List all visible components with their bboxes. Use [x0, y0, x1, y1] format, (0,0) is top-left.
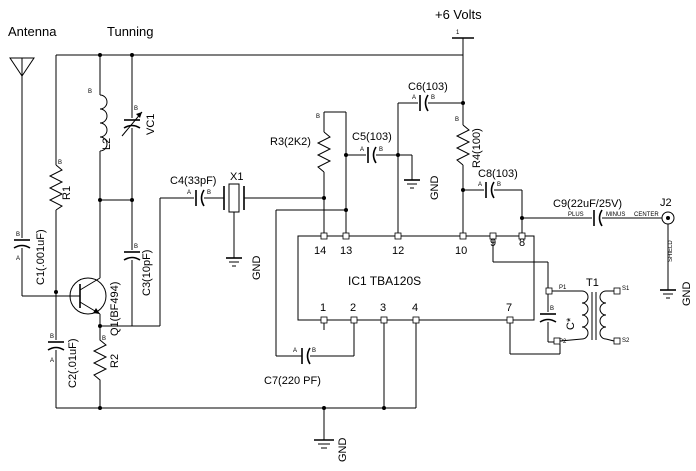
svg-text:14: 14 — [314, 245, 326, 257]
r4-resistor: R4(100) B — [455, 117, 483, 168]
svg-text:B: B — [58, 160, 62, 166]
svg-text:L2: L2 — [101, 138, 113, 150]
svg-text:P2: P2 — [559, 339, 567, 345]
tuning-label: Tunning — [107, 24, 154, 39]
t1-transformer: T1 P1 P2 S1 S2 — [545, 277, 630, 345]
svg-text:C1(.001uF): C1(.001uF) — [35, 229, 47, 285]
svg-text:12: 12 — [392, 245, 404, 257]
r1-resistor: R1 B — [48, 160, 73, 211]
svg-text:C5(103): C5(103) — [352, 131, 392, 143]
c-star-capacitor: C* B — [539, 294, 577, 343]
svg-text:C6(103): C6(103) — [408, 81, 448, 93]
svg-text:B: B — [207, 190, 211, 196]
vc1-variable-capacitor: VC1 B — [121, 106, 157, 137]
svg-text:S2: S2 — [622, 338, 630, 344]
c1-capacitor: C1(.001uF) B A — [13, 229, 47, 285]
ground-icon-c5: GND — [404, 176, 441, 201]
svg-text:R4(100): R4(100) — [471, 128, 483, 168]
svg-text:VC1: VC1 — [145, 114, 157, 135]
svg-text:A: A — [187, 190, 191, 196]
svg-text:1: 1 — [456, 30, 460, 36]
svg-text:S1: S1 — [622, 286, 630, 292]
svg-text:PLUS: PLUS — [568, 212, 584, 218]
svg-text:P1: P1 — [559, 285, 567, 291]
svg-text:A: A — [412, 95, 416, 101]
ic1-pins-top: 14 13 12 10 9 8 — [314, 232, 526, 257]
supply-label: +6 Volts — [435, 7, 482, 22]
ground-icon-j2: GND — [660, 282, 693, 307]
svg-text:B: B — [431, 95, 435, 101]
svg-text:SHIELD: SHIELD — [668, 240, 674, 262]
svg-text:C3(10pF): C3(10pF) — [141, 250, 153, 296]
svg-text:GND: GND — [337, 438, 349, 463]
svg-text:B: B — [455, 117, 459, 123]
svg-text:7: 7 — [506, 302, 512, 314]
svg-text:A: A — [16, 256, 20, 262]
svg-text:GND: GND — [251, 256, 263, 281]
svg-text:C*: C* — [565, 317, 577, 330]
svg-text:B: B — [379, 147, 383, 153]
svg-text:B: B — [50, 334, 54, 340]
ground-icon-main: GND — [314, 438, 349, 463]
antenna-icon — [9, 57, 35, 86]
c9-capacitor: C9(22uF/25V) PLUS MINUS CENTER — [553, 198, 659, 227]
svg-text:GND: GND — [429, 176, 441, 201]
svg-text:Q1(BF494): Q1(BF494) — [109, 282, 121, 336]
svg-text:B: B — [550, 306, 554, 312]
svg-text:8: 8 — [519, 237, 525, 249]
svg-text:B: B — [134, 244, 138, 250]
q1-transistor: Q1(BF494) — [69, 277, 121, 336]
l2-inductor: L2 B — [88, 89, 113, 152]
svg-text:4: 4 — [412, 302, 418, 314]
svg-text:R3(2K2): R3(2K2) — [270, 136, 311, 148]
svg-text:X1: X1 — [230, 171, 243, 183]
r2-resistor: R2 B — [92, 330, 121, 408]
svg-text:R2: R2 — [109, 354, 121, 368]
r3-resistor: R3(2K2) B — [270, 114, 332, 173]
ground-icon-x1: GND — [226, 256, 263, 281]
svg-text:T1: T1 — [586, 277, 599, 289]
svg-text:B: B — [16, 232, 20, 238]
svg-text:3: 3 — [380, 302, 386, 314]
svg-text:B: B — [134, 106, 138, 112]
svg-text:GND: GND — [681, 282, 693, 307]
svg-text:1: 1 — [320, 302, 326, 314]
c8-capacitor: C8(103) A B — [478, 168, 518, 199]
svg-text:C7(220 PF): C7(220 PF) — [264, 375, 321, 387]
x1-crystal: X1 — [223, 171, 245, 213]
svg-text:C4(33pF): C4(33pF) — [170, 175, 216, 187]
svg-text:B: B — [102, 336, 106, 342]
svg-text:A: A — [478, 182, 482, 188]
ic1-label: IC1 TBA120S — [348, 274, 421, 288]
svg-text:J2: J2 — [660, 197, 672, 209]
svg-text:A: A — [293, 348, 297, 354]
svg-text:C9(22uF/25V): C9(22uF/25V) — [553, 198, 622, 210]
c2-capacitor: C2(.01uF) B A — [47, 334, 79, 388]
svg-text:MINUS: MINUS — [606, 212, 625, 218]
svg-text:CENTER: CENTER — [634, 212, 659, 218]
svg-text:B: B — [497, 182, 501, 188]
c4-capacitor: C4(33pF) A B — [170, 175, 216, 207]
svg-text:2: 2 — [350, 302, 356, 314]
svg-text:10: 10 — [455, 245, 467, 257]
svg-text:R1: R1 — [61, 186, 73, 200]
svg-text:A: A — [50, 358, 54, 364]
c6-capacitor: C6(103) A B — [408, 81, 448, 112]
svg-text:C8(103): C8(103) — [478, 168, 518, 180]
antenna-label: Antenna — [8, 24, 57, 39]
j2-jack: J2 SHIELD — [660, 197, 675, 262]
c3-capacitor: C3(10pF) B — [123, 244, 153, 296]
svg-text:B: B — [316, 114, 320, 120]
svg-text:13: 13 — [340, 245, 352, 257]
c5-capacitor: C5(103) A B — [352, 131, 392, 164]
c7-capacitor: C7(220 PF) A B — [264, 347, 321, 387]
svg-text:C2(.01uF): C2(.01uF) — [67, 338, 79, 388]
svg-text:A: A — [360, 147, 364, 153]
svg-text:B: B — [88, 89, 92, 95]
supply-terminal: 1 — [452, 30, 474, 55]
svg-text:B: B — [312, 348, 316, 354]
